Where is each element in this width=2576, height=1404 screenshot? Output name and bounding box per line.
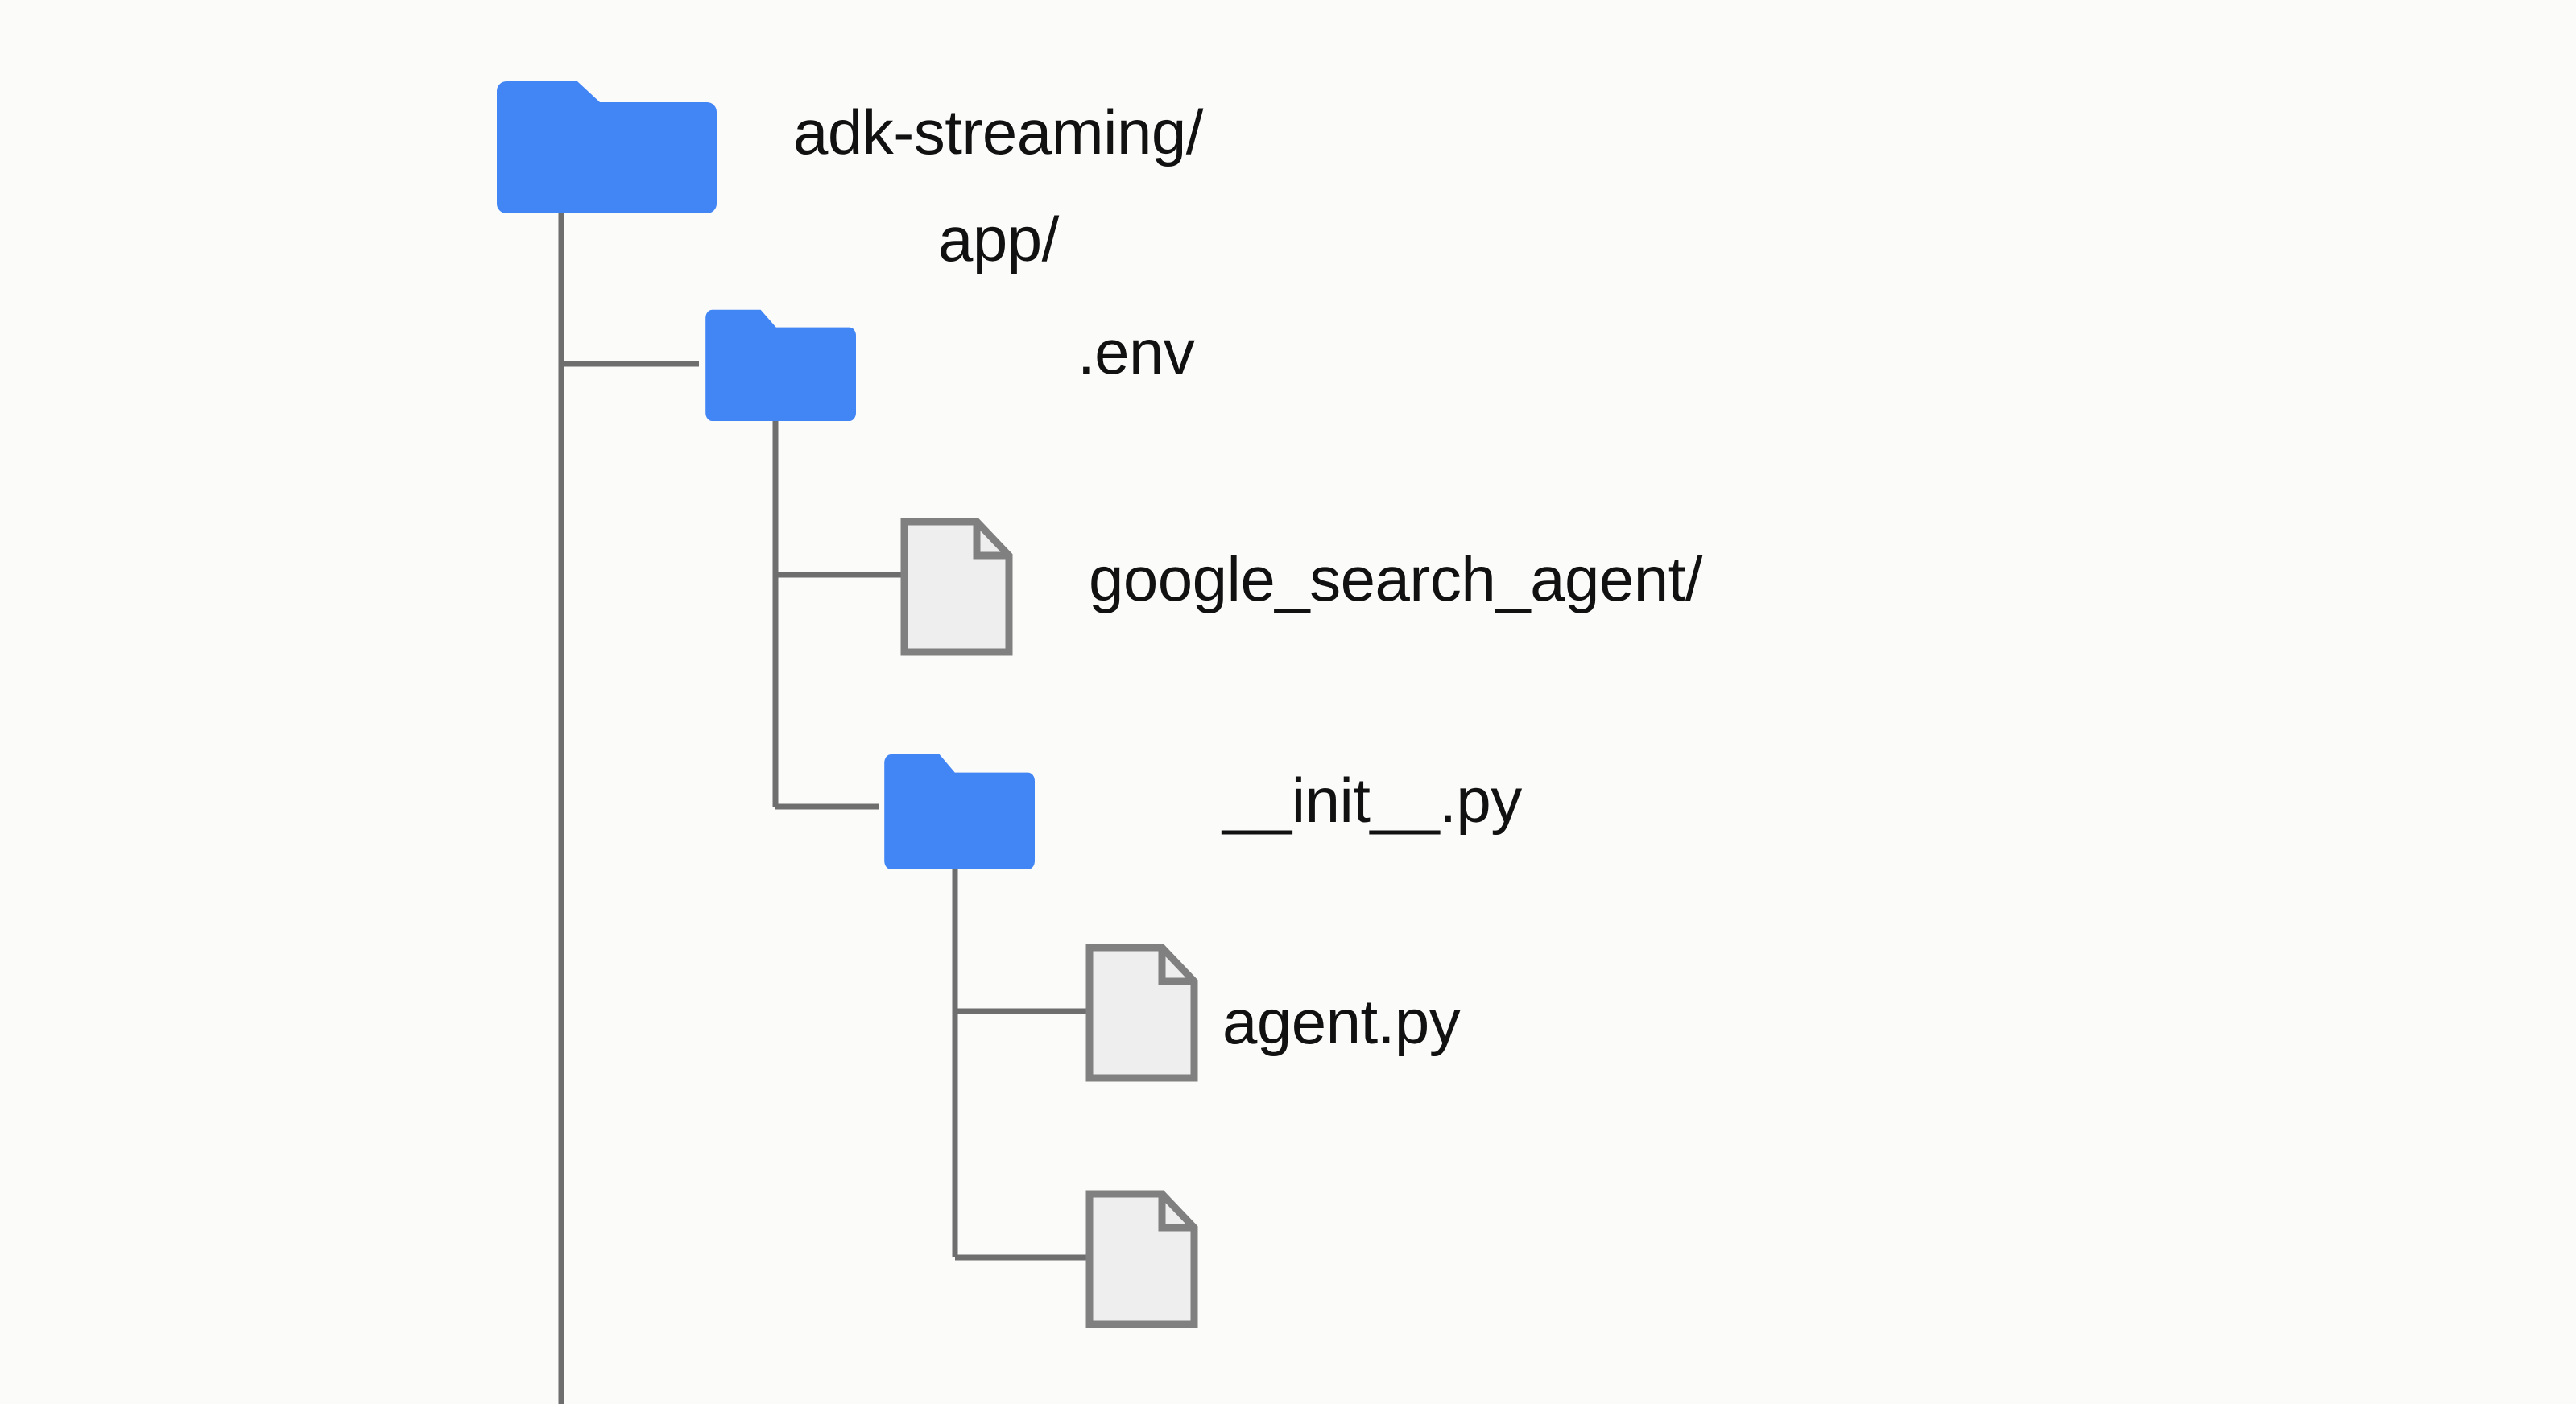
tree-node-label-env[interactable]: .env xyxy=(1077,316,1195,387)
file-icon[interactable] xyxy=(1090,948,1194,1078)
file-icon[interactable] xyxy=(1090,1194,1194,1324)
tree-node-label-agent-py[interactable]: agent.py xyxy=(1222,986,1461,1057)
folder-icon[interactable] xyxy=(497,81,717,213)
folder-icon[interactable] xyxy=(705,309,856,421)
tree-node-label-init-py[interactable]: __init__.py xyxy=(1222,765,1522,836)
folder-icon[interactable] xyxy=(884,754,1035,869)
tree-node-label-app[interactable]: app/ xyxy=(938,204,1059,275)
connector-lines xyxy=(558,213,1087,1404)
tree-node-label-google-search-agent[interactable]: google_search_agent/ xyxy=(1089,543,1702,614)
tree-node-label-adk-streaming[interactable]: adk-streaming/ xyxy=(793,97,1203,167)
file-icon[interactable] xyxy=(904,522,1009,652)
